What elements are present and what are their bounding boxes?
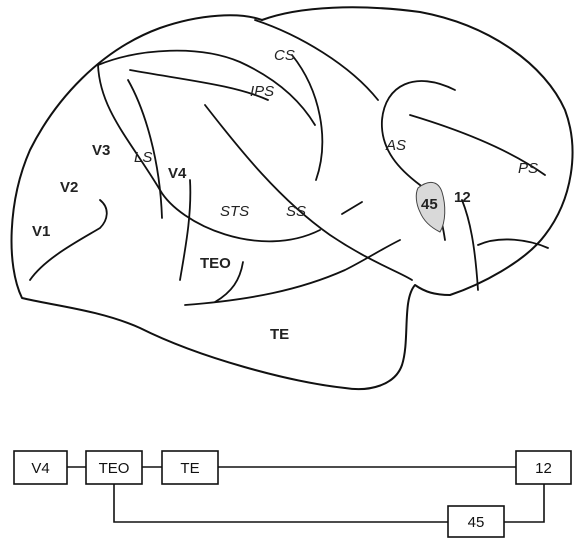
label-v4: V4: [168, 165, 187, 182]
node-te-label: TE: [180, 460, 199, 477]
label-ips: IPS: [250, 83, 274, 100]
orbital-edge: [461, 199, 479, 291]
frontal-lower-sulcus: [477, 238, 549, 249]
node-teo: TEO: [85, 450, 143, 485]
lateral-fissure: [184, 239, 401, 306]
node-45-label: 45: [468, 514, 485, 531]
node-12: 12: [515, 450, 572, 485]
label-45: 45: [421, 196, 438, 213]
label-as: AS: [385, 137, 406, 154]
brain-drawing: V1 V2 V3 V4 TEO TE 45 12 CS IPS LS STS S…: [10, 6, 574, 391]
node-45: 45: [447, 505, 505, 538]
intraparietal-sulcus: [129, 69, 269, 101]
label-12: 12: [454, 189, 471, 206]
connector-45-12: [504, 484, 545, 523]
label-te: TE: [270, 326, 289, 343]
node-te: TE: [161, 450, 219, 485]
ss-mark: [341, 201, 363, 215]
node-teo-label: TEO: [99, 460, 130, 477]
principal-sulcus: [409, 114, 546, 176]
label-ls: LS: [134, 149, 152, 166]
node-12-label: 12: [535, 460, 552, 477]
node-v4-label: V4: [31, 460, 49, 477]
central-sulcus: [291, 54, 324, 181]
teo-sulcus: [214, 261, 244, 303]
lunate-sulcus: [127, 79, 163, 219]
inferior-occipital-sulcus: [29, 199, 108, 281]
label-cs: CS: [274, 47, 295, 64]
label-ps: PS: [518, 160, 538, 177]
label-ss: SS: [286, 203, 306, 220]
node-v4: V4: [13, 450, 68, 485]
parietal-fold: [254, 19, 379, 101]
label-sts: STS: [220, 203, 249, 220]
connector-teo-45: [113, 484, 448, 523]
area-45-region: [415, 182, 446, 233]
pathway-diagram: V4 TEO TE 12 45: [13, 450, 572, 538]
brain-outline: [10, 6, 574, 391]
label-v2: V2: [60, 179, 78, 196]
temporal-upper-fold: [97, 49, 316, 126]
label-teo: TEO: [200, 255, 231, 272]
label-v3: V3: [92, 142, 110, 159]
label-v1: V1: [32, 223, 50, 240]
v4-sulcus: [179, 179, 192, 281]
superior-temporal-sulcus: [204, 104, 413, 281]
